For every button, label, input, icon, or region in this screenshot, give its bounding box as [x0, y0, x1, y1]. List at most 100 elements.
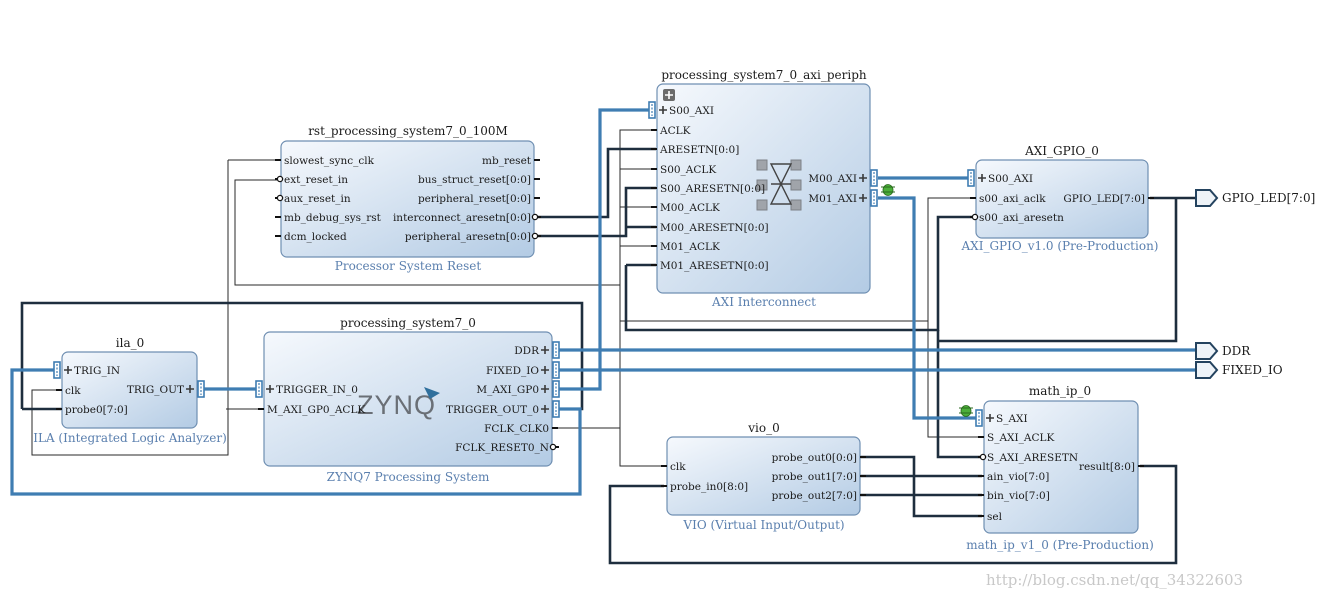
output-pin[interactable]: FCLK_CLK0 [484, 423, 558, 435]
debug-marker-icon[interactable] [959, 405, 973, 417]
pin-label: ACLK [659, 125, 691, 137]
pin-label: M00_AXI [808, 173, 857, 185]
input-pin[interactable]: M_AXI_GP0_ACLK [258, 404, 365, 416]
output-pin[interactable]: FCLK_RESET0_N [455, 442, 559, 454]
output-pin[interactable]: M00_AXI [808, 169, 878, 187]
output-pin[interactable]: TRIG_OUT [127, 380, 205, 398]
block-ip-name: AXI Interconnect [711, 295, 816, 309]
output-pin[interactable]: probe_out0[0:0] [772, 452, 866, 464]
block-instance-name: vio_0 [747, 421, 779, 435]
input-pin[interactable]: M01_ARESETN[0:0] [651, 260, 769, 272]
input-pin[interactable]: ARESETN[0:0] [651, 144, 739, 156]
output-pin[interactable]: probe_out1[7:0] [772, 471, 866, 483]
input-pin[interactable]: probe_in0[8:0] [661, 481, 748, 493]
input-pin[interactable]: M01_ACLK [651, 241, 720, 253]
axi-bus-nets [10, 108, 1196, 496]
pin-label: probe_in0[8:0] [670, 481, 748, 493]
output-pin[interactable]: result[8:0] [1079, 461, 1144, 473]
input-pin[interactable]: probe0[7:0] [56, 404, 128, 416]
expand-icon[interactable] [663, 89, 675, 101]
input-pin[interactable]: ACLK [651, 125, 691, 137]
input-pin[interactable]: clk [56, 385, 81, 397]
pin-label: M01_AXI [808, 193, 857, 205]
output-pin[interactable]: probe_out2[7:0] [772, 490, 866, 502]
pin-label: probe0[7:0] [65, 404, 128, 416]
pin-label: S00_ACLK [660, 164, 716, 176]
zynq-logo-mark [424, 387, 440, 399]
input-pin[interactable]: M00_ARESETN[0:0] [651, 222, 769, 234]
pin-label: bus_struct_reset[0:0] [418, 174, 531, 186]
input-pin[interactable]: ext_reset_in [275, 174, 348, 186]
output-pin[interactable]: TRIGGER_OUT_0 [446, 400, 560, 418]
pin-label: clk [670, 461, 686, 473]
input-pin[interactable]: S00_ACLK [651, 164, 716, 176]
pin-label: aux_reset_in [284, 193, 351, 205]
pin-label: S00_ARESETN[0:0] [660, 183, 765, 195]
input-pin[interactable]: dcm_locked [275, 231, 347, 243]
output-pin[interactable]: peripheral_reset[0:0] [418, 193, 540, 205]
pin-label: interconnect_aresetn[0:0] [393, 212, 531, 224]
pin-label: TRIGGER_OUT_0 [446, 404, 539, 416]
input-pin[interactable]: ain_vio[7:0] [978, 471, 1049, 483]
pin-label: FCLK_RESET0_N [455, 442, 549, 454]
external-port-gpio-led[interactable]: GPIO_LED[7:0] [1195, 189, 1315, 207]
external-port-label: DDR [1222, 344, 1251, 358]
thin-nets [31, 129, 982, 467]
output-pin[interactable]: M_AXI_GP0 [476, 380, 560, 398]
input-pin[interactable]: s00_axi_aclk [970, 193, 1046, 205]
block-instance-name: math_ip_0 [1029, 384, 1091, 398]
external-port-ddr[interactable]: DDR [1195, 342, 1251, 360]
input-pin[interactable]: S_AXI_ACLK [978, 432, 1054, 444]
external-port-label: GPIO_LED[7:0] [1222, 191, 1315, 205]
input-pin[interactable]: M00_ACLK [651, 202, 720, 214]
pin-label: M00_ARESETN[0:0] [660, 222, 769, 234]
input-pin[interactable]: S00_AXI [967, 169, 1033, 187]
output-pin[interactable]: DDR [514, 341, 560, 359]
pin-label: probe_out2[7:0] [772, 490, 857, 502]
output-pin[interactable]: bus_struct_reset[0:0] [418, 174, 540, 186]
input-pin[interactable]: TRIGGER_IN_0 [255, 380, 358, 398]
input-pin[interactable]: sel [978, 511, 1003, 523]
pin-label: M01_ACLK [660, 241, 720, 253]
pin-label: S00_AXI [988, 173, 1033, 185]
output-pin[interactable]: M01_AXI [808, 189, 878, 207]
pin-label: sel [987, 511, 1003, 523]
block-body[interactable] [263, 331, 553, 467]
input-pin[interactable]: mb_debug_sys_rst [275, 212, 382, 224]
pin-label: S00_AXI [669, 105, 714, 117]
input-pin[interactable]: slowest_sync_clk [275, 155, 375, 167]
pin-label: ain_vio[7:0] [987, 471, 1049, 483]
block-ip-name: AXI_GPIO_v1.0 (Pre-Production) [961, 239, 1159, 253]
input-pin[interactable]: S_AXI [975, 409, 1028, 427]
pin-label: S_AXI [996, 413, 1028, 425]
output-pin[interactable]: FIXED_IO [486, 361, 560, 379]
input-pin[interactable]: s00_axi_aresetn [970, 212, 1064, 224]
input-pin[interactable]: S_AXI_ARESETN [978, 452, 1078, 464]
output-pin[interactable]: peripheral_aresetn[0:0] [405, 231, 541, 243]
output-pin[interactable]: interconnect_aresetn[0:0] [393, 212, 541, 224]
pin-label: peripheral_aresetn[0:0] [405, 231, 531, 243]
input-pin[interactable]: bin_vio[7:0] [978, 490, 1050, 502]
block-instance-name: processing_system7_0 [340, 316, 476, 330]
block-ip-name: ZYNQ7 Processing System [327, 470, 490, 484]
debug-marker-icon[interactable] [881, 184, 895, 196]
output-pin[interactable]: mb_reset [482, 155, 540, 167]
output-pin[interactable]: GPIO_LED[7:0] [1063, 193, 1154, 205]
external-port-fixed-io[interactable]: FIXED_IO [1195, 361, 1283, 379]
pin-label: mb_debug_sys_rst [284, 212, 382, 224]
input-pin[interactable]: clk [661, 461, 686, 473]
input-pin[interactable]: S00_AXI [648, 101, 714, 119]
input-pin[interactable]: TRIG_IN [53, 361, 120, 379]
input-pin[interactable]: aux_reset_in [275, 193, 351, 205]
pin-label: s00_axi_aclk [979, 193, 1046, 205]
block-instance-name: processing_system7_0_axi_periph [661, 68, 866, 82]
input-pin[interactable]: S00_ARESETN[0:0] [651, 183, 765, 195]
